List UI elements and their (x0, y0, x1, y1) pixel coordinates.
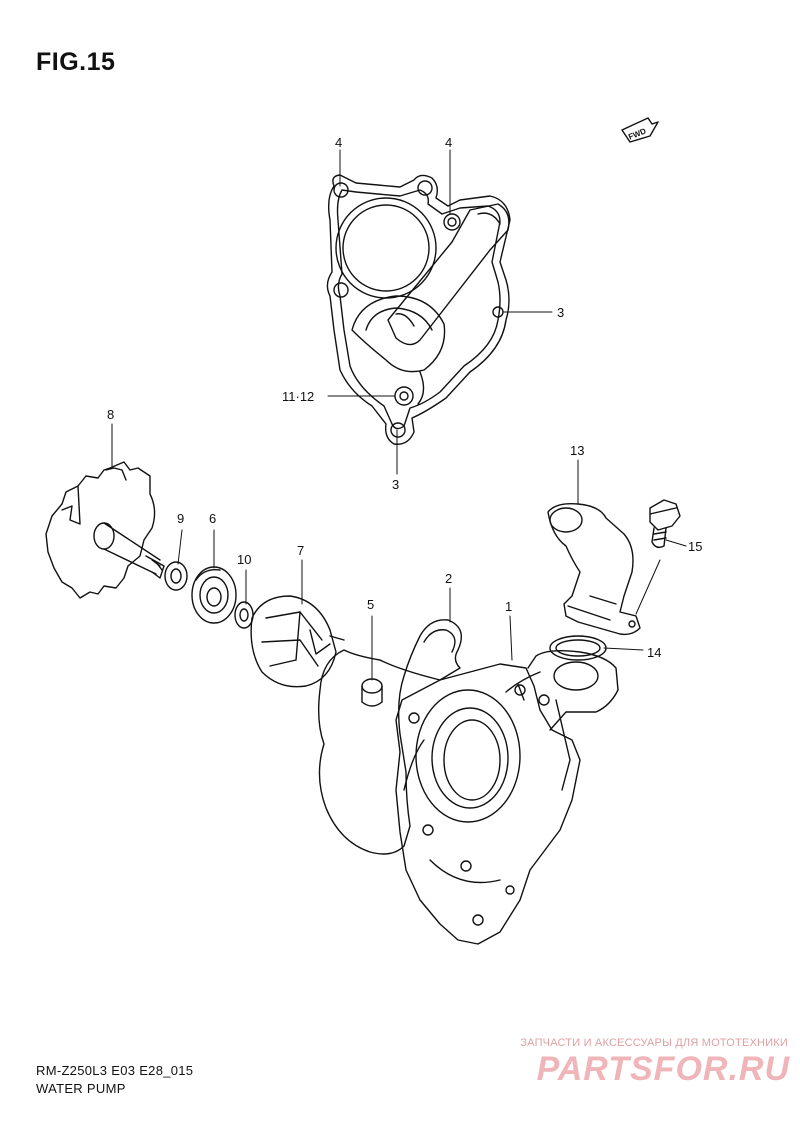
outlet-gasket (549, 635, 607, 661)
washer (164, 561, 188, 591)
o-ring-gasket (317, 619, 462, 855)
leader-lines (111, 149, 687, 681)
callout-13: 13 (570, 443, 584, 458)
callout-3-bottom: 3 (392, 477, 399, 492)
callout-6: 6 (209, 511, 216, 526)
callout-15: 15 (688, 539, 702, 554)
seal-washer (234, 601, 254, 629)
flange-bolt (649, 499, 681, 549)
watermark-brand: PARTSFOR.RU (536, 1050, 790, 1088)
callout-3-right: 3 (557, 305, 564, 320)
pump-body (395, 649, 619, 945)
fwd-arrow-badge: FWD (621, 117, 659, 143)
impeller (250, 595, 345, 688)
callout-1: 1 (505, 599, 512, 614)
callout-10: 10 (237, 552, 251, 567)
outlet-pipe (547, 502, 641, 636)
model-code: RM-Z250L3 E03 E28_015 (36, 1063, 194, 1078)
callout-labels: 4 4 3 11·12 3 8 9 6 10 7 5 2 1 13 15 14 (107, 135, 702, 660)
callout-8: 8 (107, 407, 114, 422)
callout-2: 2 (445, 571, 452, 586)
callout-4-right: 4 (445, 135, 452, 150)
pump-cover (326, 174, 511, 445)
figure-title: FIG.15 (36, 48, 116, 76)
callout-9: 9 (177, 511, 184, 526)
impeller-shaft-gear (45, 461, 165, 599)
callout-5: 5 (367, 597, 374, 612)
section-name: WATER PUMP (36, 1081, 126, 1096)
callout-7: 7 (297, 543, 304, 558)
mechanical-seal (191, 566, 237, 624)
callout-4-left: 4 (335, 135, 342, 150)
callout-14: 14 (647, 645, 661, 660)
spacer-bushing (361, 678, 383, 707)
watermark-tagline: ЗАПЧАСТИ И АКСЕССУАРЫ ДЛЯ МОТОТЕХНИКИ (520, 1037, 788, 1049)
callout-11-12: 11·12 (282, 389, 314, 404)
